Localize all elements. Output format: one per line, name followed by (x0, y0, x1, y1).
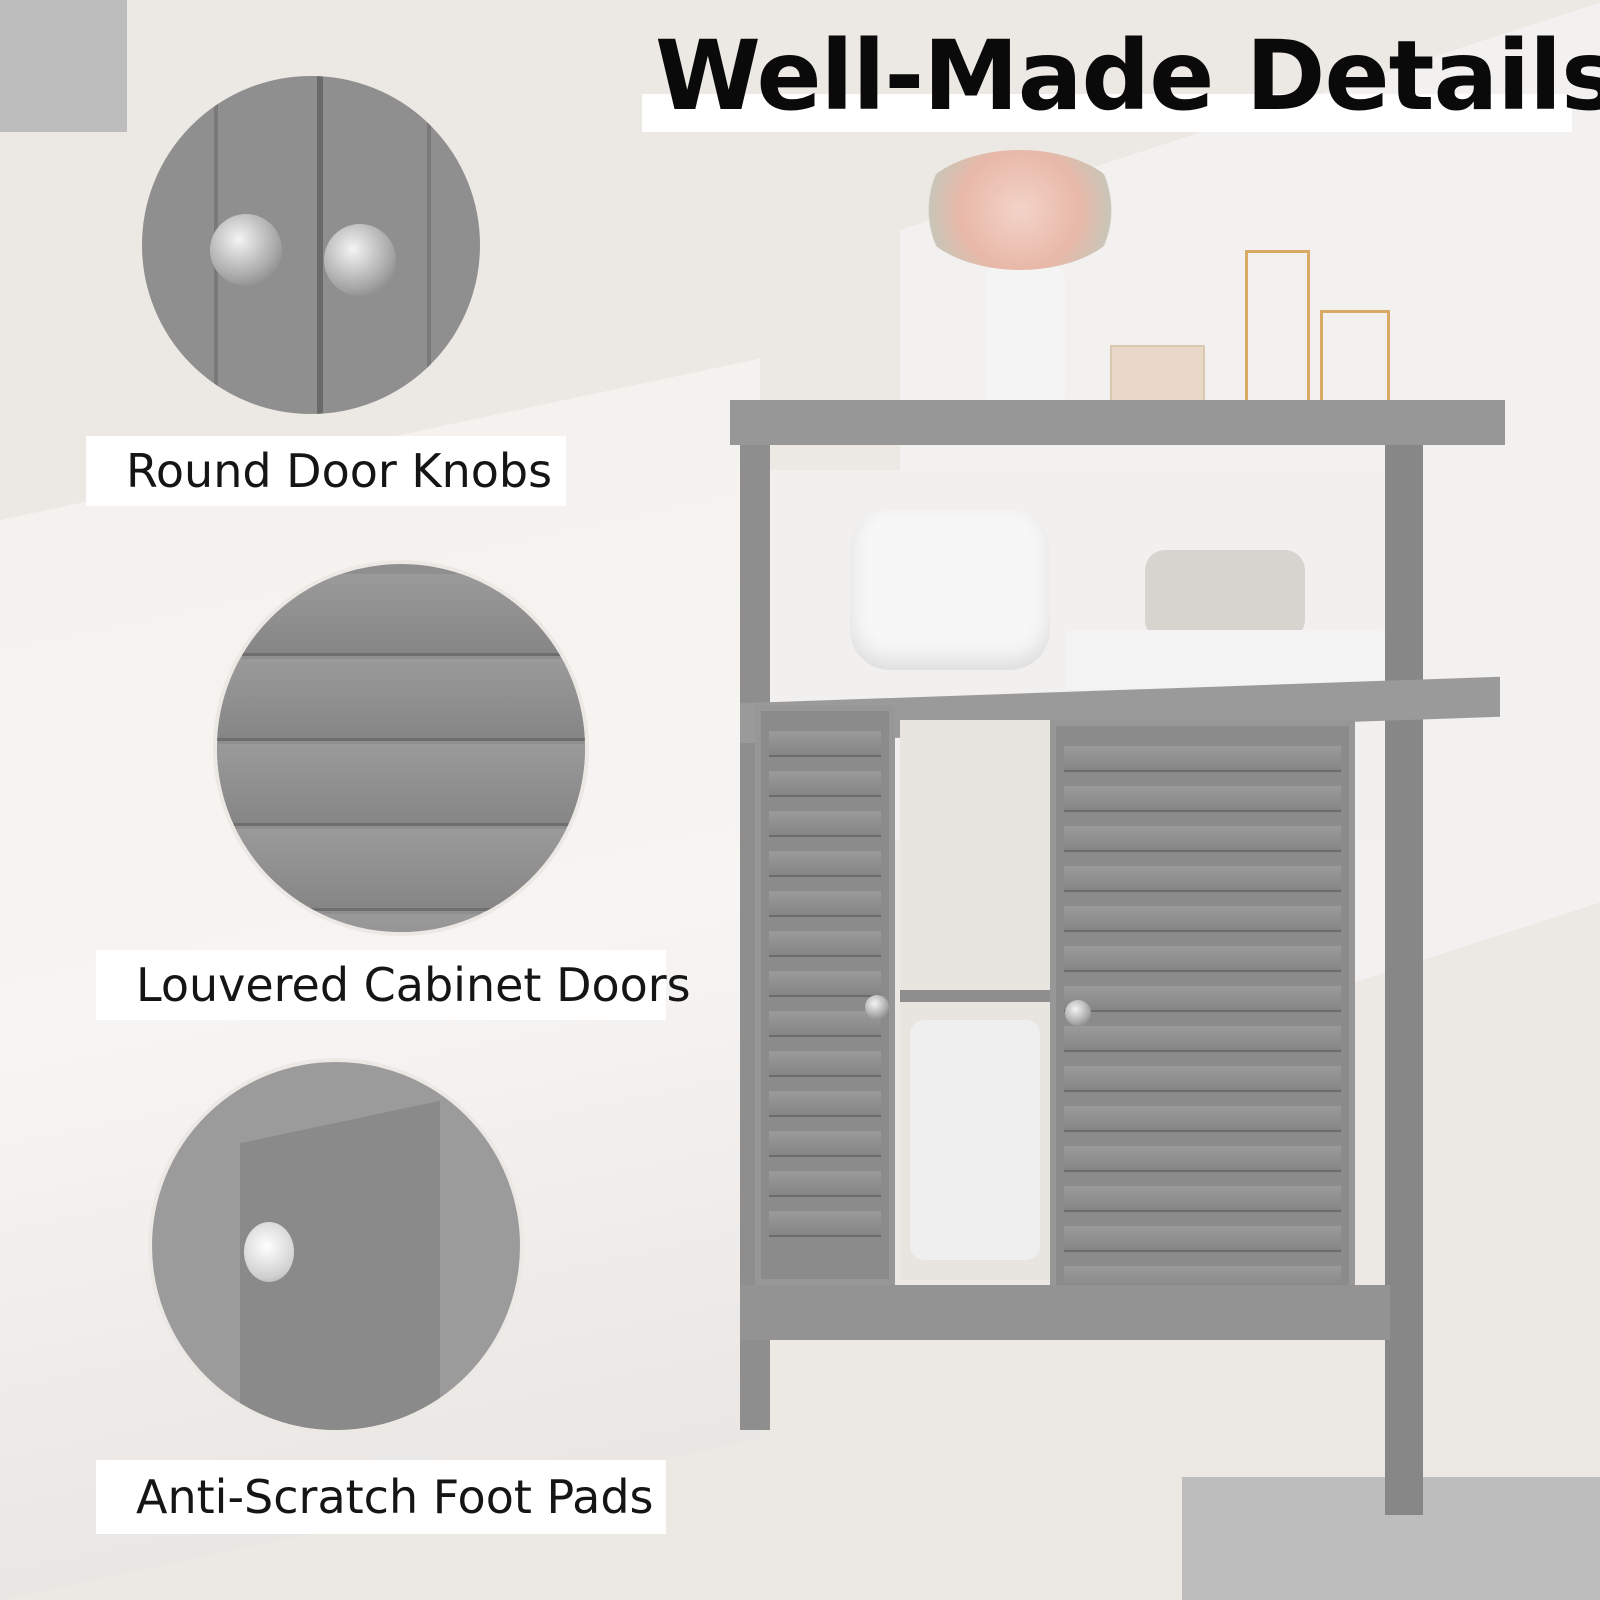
right-door[interactable] (1050, 720, 1355, 1310)
knob-icon[interactable] (1065, 1000, 1091, 1026)
candle-holder (1320, 310, 1390, 410)
feature-label-knobs: Round Door Knobs (86, 436, 566, 506)
folded-towels (1065, 630, 1385, 690)
page-title: Well-Made Details (655, 20, 1600, 132)
foot-pad-icon (244, 1222, 294, 1282)
diffuser (1110, 345, 1205, 405)
louvers-closeup-image (213, 560, 589, 936)
towels (850, 510, 1050, 670)
knob-icon (324, 224, 396, 296)
knob-icon (210, 214, 282, 286)
feature-label-foot-pads: Anti-Scratch Foot Pads (96, 1460, 666, 1534)
decor-block-top-left (0, 0, 127, 132)
feature-label-louvers: Louvered Cabinet Doors (96, 950, 691, 1020)
foot-pad-closeup-image (148, 1058, 524, 1434)
knobs-closeup-image (138, 72, 484, 418)
knob-icon[interactable] (865, 995, 889, 1019)
vase (985, 260, 1065, 405)
candle-holder (1245, 250, 1310, 405)
title-underlay (642, 94, 1572, 132)
cabinet-product-image (730, 150, 1555, 1515)
flowers (915, 150, 1125, 270)
cabinet-interior (900, 720, 1050, 1280)
basket (1145, 550, 1305, 640)
